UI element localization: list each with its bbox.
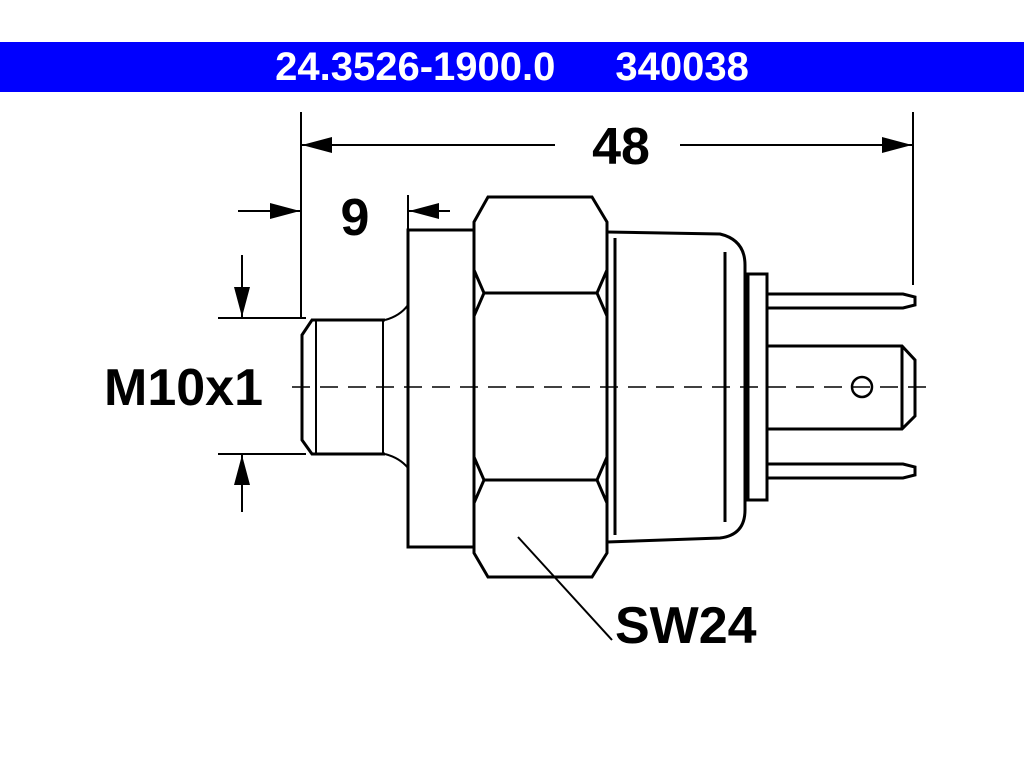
part-number: 24.3526-1900.0 — [275, 44, 556, 89]
dimension-label-9: 9 — [341, 189, 370, 247]
header-bar: 24.3526-1900.0 340038 — [0, 42, 1024, 92]
wrench-size-label: SW24 — [615, 597, 757, 655]
dimension-label-48: 48 — [592, 118, 650, 176]
terminal-hole — [850, 375, 874, 399]
wrench-size-leader — [517, 536, 613, 641]
thread-label: M10x1 — [104, 359, 263, 417]
reference-number: 340038 — [615, 44, 749, 89]
switch-body — [300, 195, 917, 579]
